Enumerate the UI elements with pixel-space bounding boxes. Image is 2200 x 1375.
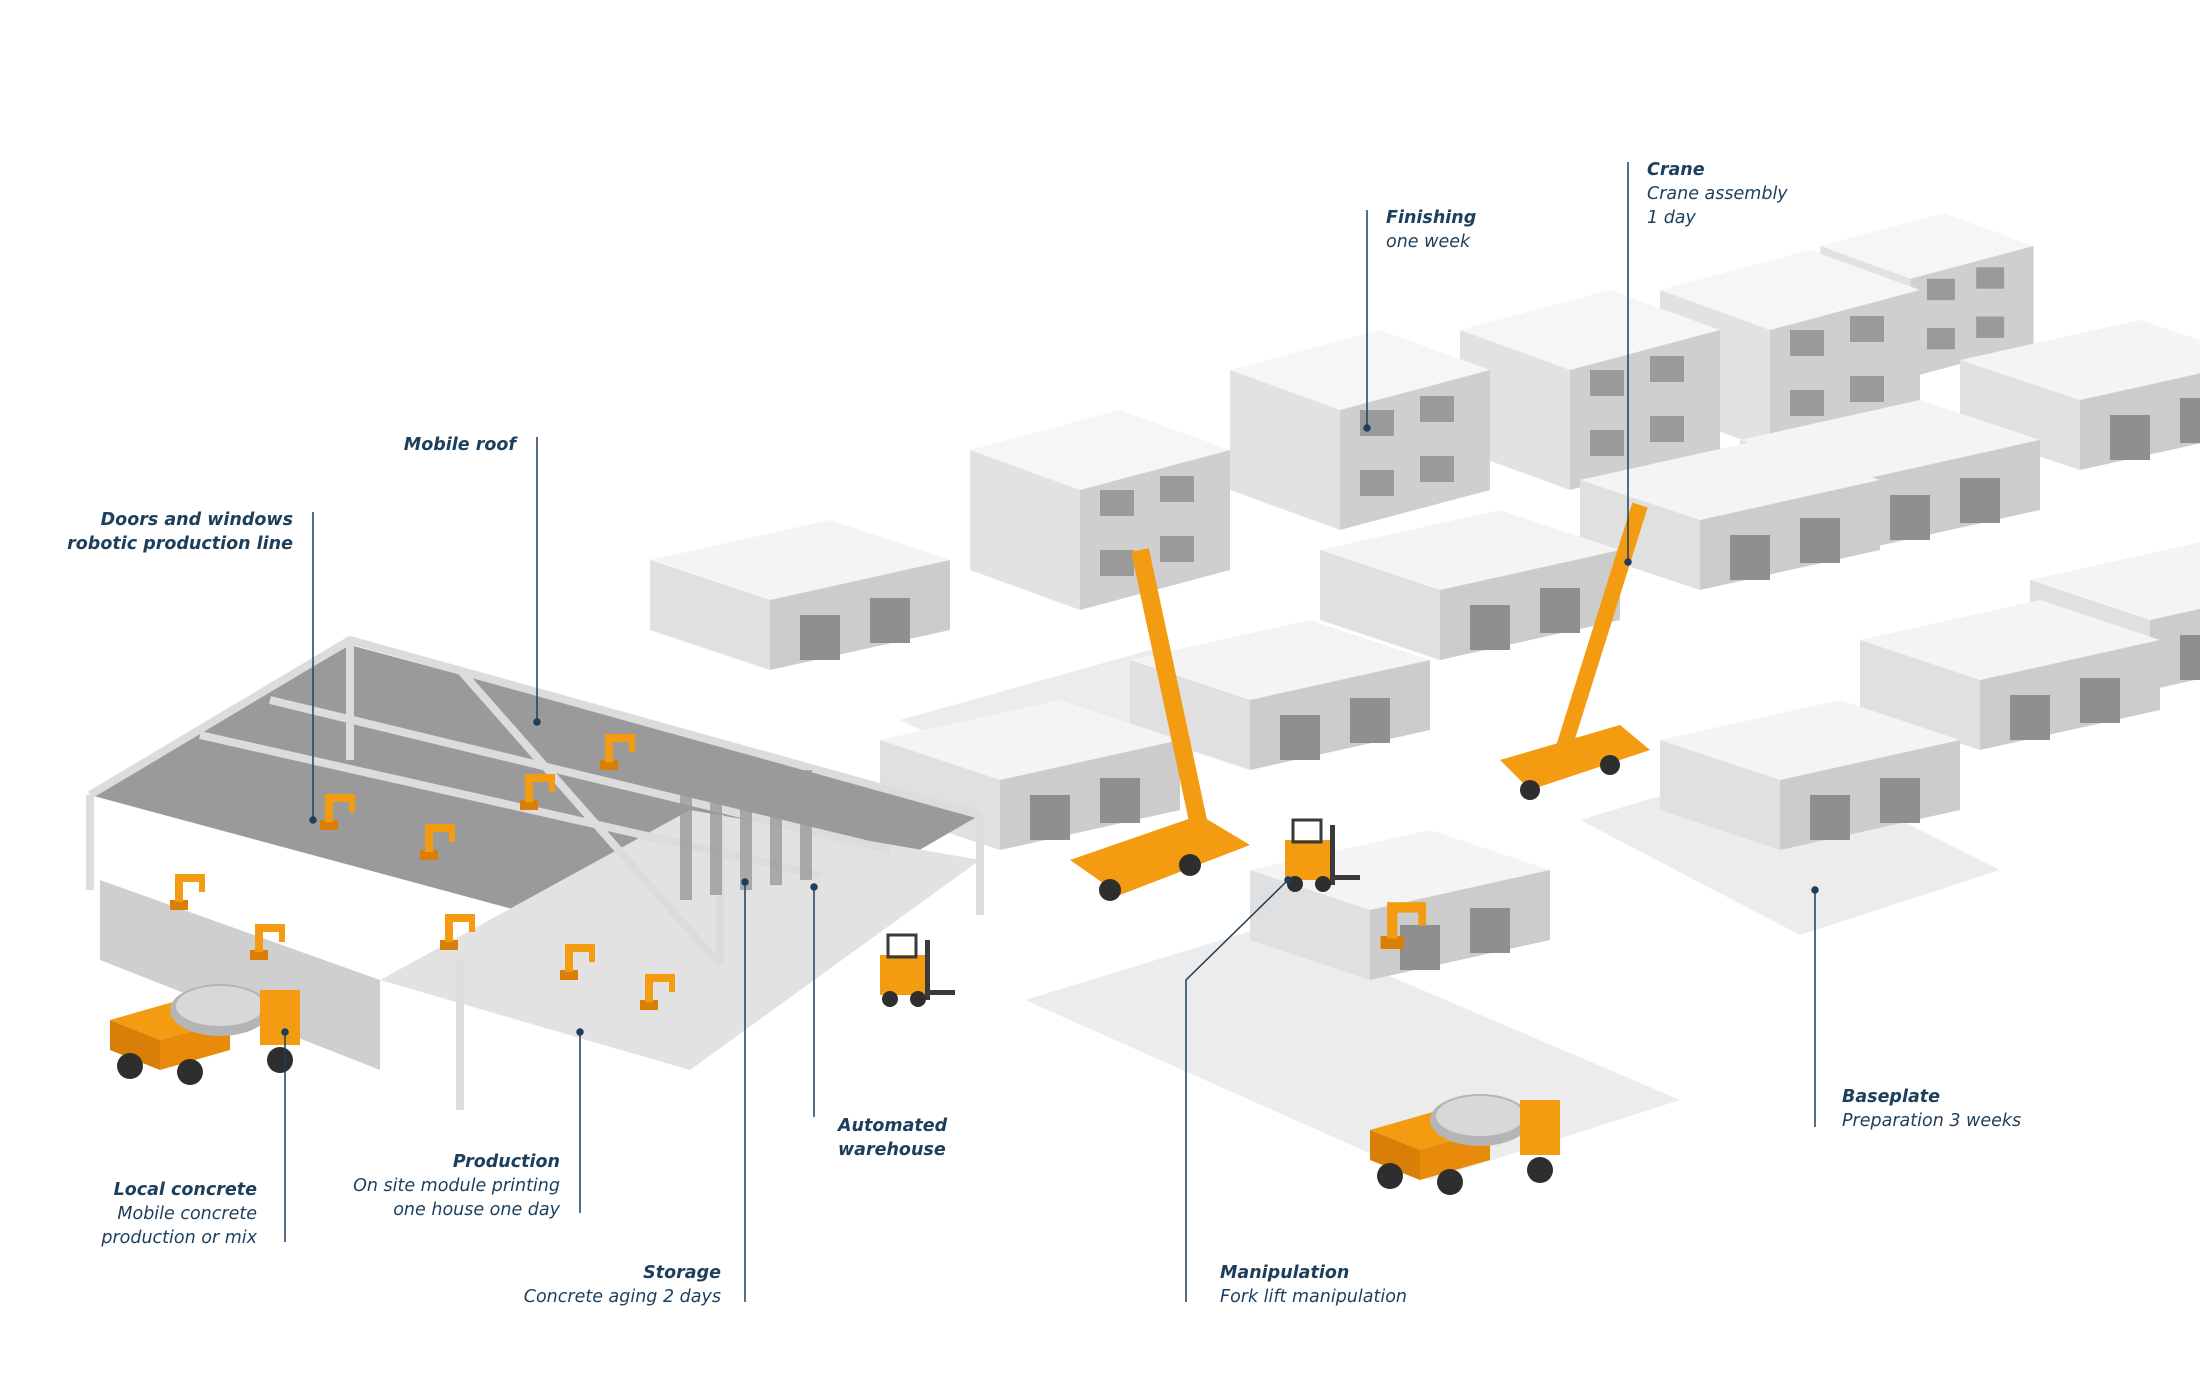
label-baseplate: Baseplate Preparation 3 weeks xyxy=(1842,1085,2021,1133)
label-finishing: Finishing one week xyxy=(1386,206,1476,254)
label-warehouse: Automated warehouse xyxy=(838,1114,947,1162)
label-local-concrete-title: Local concrete xyxy=(113,1180,257,1200)
label-production-title: Production xyxy=(452,1152,560,1172)
label-warehouse-title: Automated xyxy=(838,1116,948,1136)
crane-right xyxy=(1500,502,1650,800)
crane-left xyxy=(1070,548,1250,901)
label-doors-windows: Doors and windows robotic production lin… xyxy=(67,508,293,556)
label-mobile-roof-title: Mobile roof xyxy=(403,435,516,455)
label-crane: Crane Crane assembly 1 day xyxy=(1647,158,1788,230)
forklift-warehouse xyxy=(878,933,957,1009)
label-crane-desc2: 1 day xyxy=(1647,208,1696,228)
label-finishing-title: Finishing xyxy=(1386,208,1477,228)
label-baseplate-title: Baseplate xyxy=(1842,1087,1941,1107)
label-storage-desc: Concrete aging 2 days xyxy=(523,1287,721,1307)
finishing-house xyxy=(1230,330,1490,530)
label-baseplate-desc: Preparation 3 weeks xyxy=(1842,1111,2022,1131)
leader-manipulation xyxy=(1185,879,1289,1302)
label-local-concrete-desc2: production or mix xyxy=(101,1228,257,1248)
concrete-truck-left xyxy=(110,984,300,1085)
label-production-desc2: one house one day xyxy=(393,1200,560,1220)
label-doors-windows-line2: robotic production line xyxy=(67,534,293,554)
label-storage-title: Storage xyxy=(643,1263,721,1283)
label-doors-windows-title: Doors and windows xyxy=(100,510,293,530)
label-crane-desc1: Crane assembly xyxy=(1647,184,1788,204)
label-manipulation-desc: Fork lift manipulation xyxy=(1220,1287,1408,1307)
label-finishing-desc: one week xyxy=(1386,232,1471,252)
label-crane-title: Crane xyxy=(1647,160,1705,180)
label-manipulation: Manipulation Fork lift manipulation xyxy=(1220,1261,1407,1309)
label-manipulation-title: Manipulation xyxy=(1220,1263,1350,1283)
label-storage: Storage Concrete aging 2 days xyxy=(524,1261,721,1309)
label-warehouse-line2: warehouse xyxy=(838,1140,946,1160)
label-local-concrete: Local concrete Mobile concrete productio… xyxy=(101,1178,257,1250)
label-production: Production On site module printing one h… xyxy=(353,1150,560,1222)
label-mobile-roof: Mobile roof xyxy=(404,433,516,457)
label-local-concrete-desc1: Mobile concrete xyxy=(117,1204,257,1224)
label-production-desc1: On site module printing xyxy=(353,1176,560,1196)
